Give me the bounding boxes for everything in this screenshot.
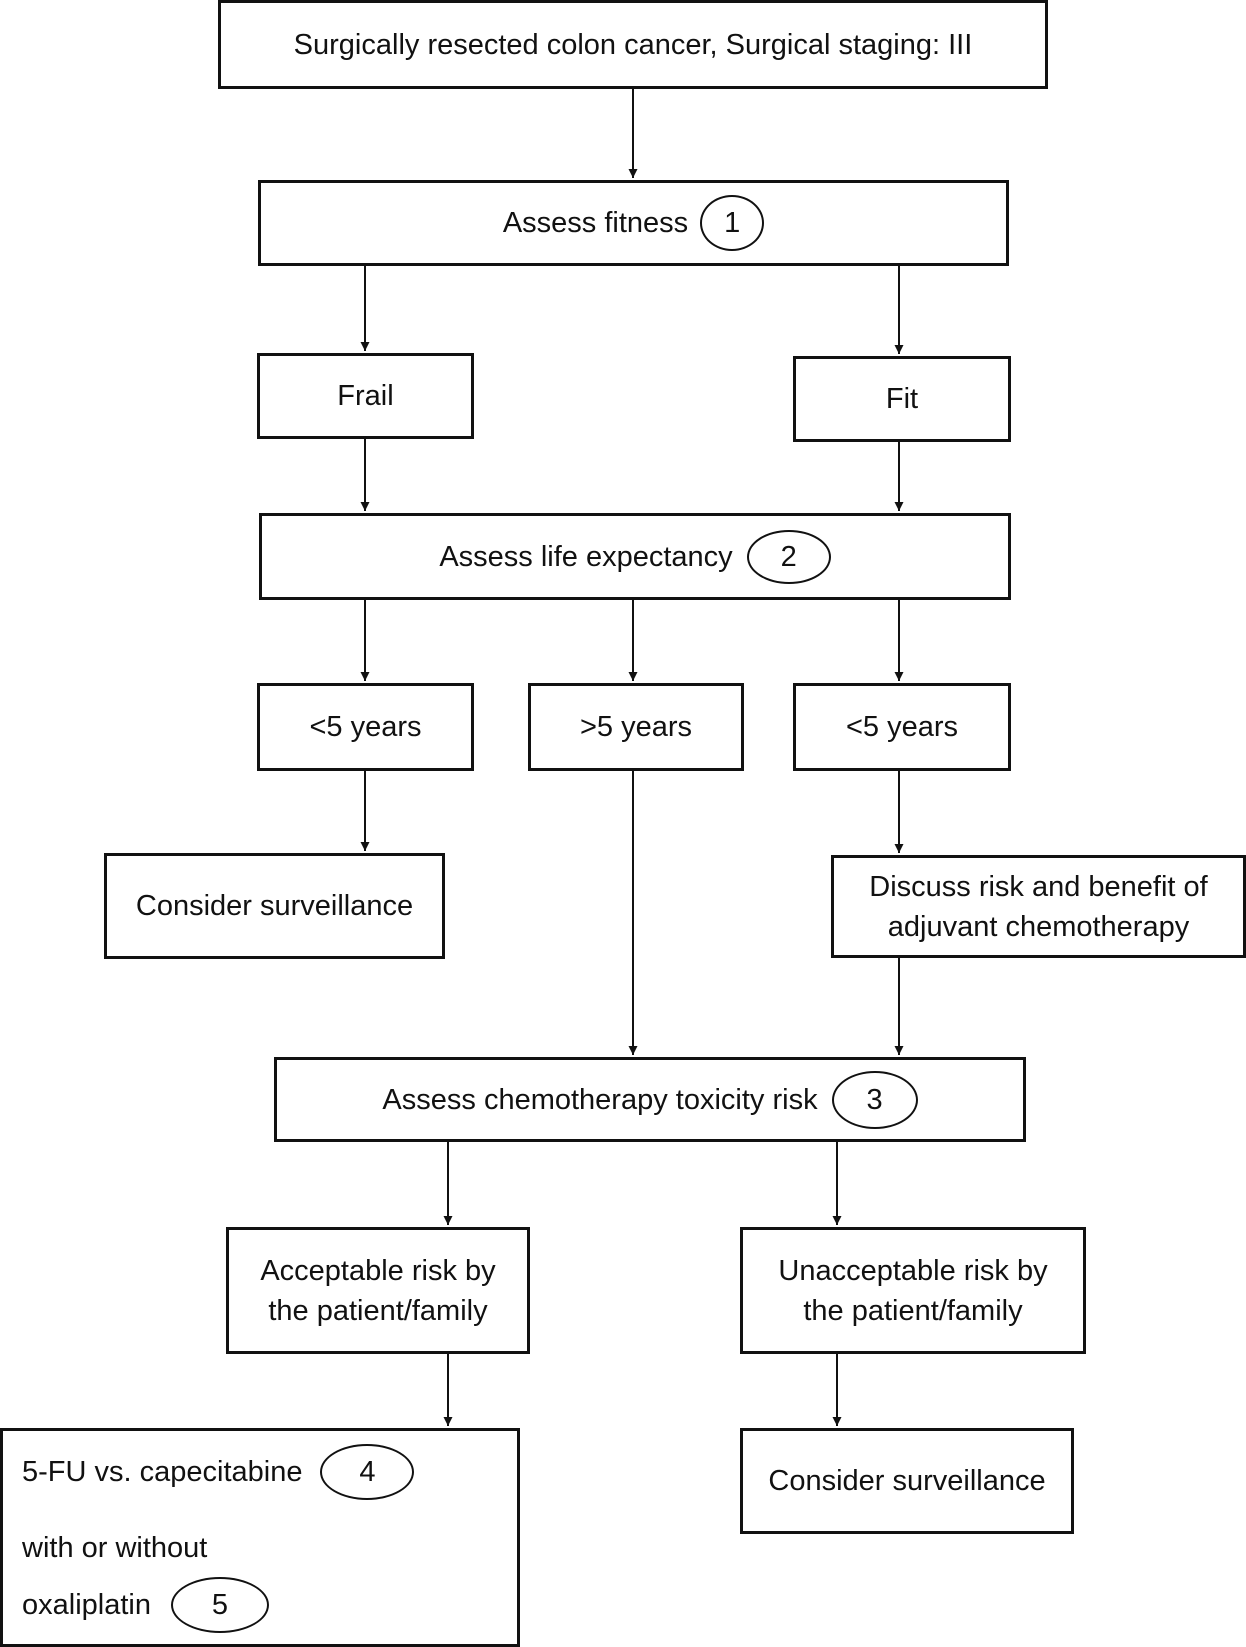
start-node: Surgically resected colon cancer, Surgic… (218, 0, 1048, 89)
regimen-line-1: 5-FU vs. capecitabine (22, 1456, 303, 1488)
frail-node: Frail (257, 353, 474, 439)
step-marker-3: 3 (831, 1070, 918, 1129)
regimen-line-3: oxaliplatin (22, 1589, 151, 1621)
gt5-years-label: >5 years (579, 711, 693, 743)
step-marker-4: 4 (320, 1444, 415, 1500)
assess-life-expectancy-node: Assess life expectancy 2 (259, 513, 1011, 600)
consider-surveillance-left-label: Consider surveillance (135, 890, 414, 922)
assess-toxicity-node: Assess chemotherapy toxicity risk 3 (274, 1057, 1026, 1142)
frail-label: Frail (337, 380, 394, 412)
discuss-line-1: Discuss risk and benefit of (869, 870, 1208, 903)
assess-fitness-node: Assess fitness 1 (258, 180, 1009, 266)
step-marker-2: 2 (746, 529, 831, 584)
lt5-years-right-node: <5 years (793, 683, 1011, 771)
consider-surveillance-right-label: Consider surveillance (768, 1465, 1046, 1497)
fit-node: Fit (793, 356, 1011, 442)
regimen-line-2: with or without (22, 1532, 208, 1564)
step-marker-1: 1 (700, 195, 765, 251)
lt5-years-left-node: <5 years (257, 683, 474, 771)
regimen-row-3: oxaliplatin 5 (22, 1577, 269, 1633)
unacceptable-line-1: Unacceptable risk by (778, 1254, 1048, 1287)
regimen-row-1: 5-FU vs. capecitabine 4 (22, 1444, 415, 1500)
acceptable-line-2: the patient/family (268, 1294, 488, 1327)
acceptable-risk-node: Acceptable risk by the patient/family (226, 1227, 530, 1354)
regimen-node: 5-FU vs. capecitabine 4 with or without … (0, 1428, 520, 1647)
fit-label: Fit (885, 383, 919, 415)
consider-surveillance-right-node: Consider surveillance (740, 1428, 1074, 1534)
start-node-label: Surgically resected colon cancer, Surgic… (293, 28, 973, 61)
discuss-risk-benefit-node: Discuss risk and benefit of adjuvant che… (831, 855, 1246, 958)
acceptable-line-1: Acceptable risk by (260, 1254, 496, 1287)
unacceptable-risk-node: Unacceptable risk by the patient/family (740, 1227, 1086, 1354)
unacceptable-line-2: the patient/family (803, 1294, 1023, 1327)
assess-life-expectancy-label: Assess life expectancy (439, 540, 733, 573)
lt5-years-right-label: <5 years (845, 711, 959, 743)
assess-fitness-label: Assess fitness (502, 207, 689, 239)
discuss-line-2: adjuvant chemotherapy (887, 910, 1190, 943)
gt5-years-node: >5 years (528, 683, 744, 771)
step-marker-5: 5 (170, 1577, 269, 1633)
assess-toxicity-label: Assess chemotherapy toxicity risk (382, 1083, 818, 1116)
lt5-years-left-label: <5 years (309, 711, 422, 743)
regimen-row-2: with or without (22, 1520, 207, 1576)
consider-surveillance-left-node: Consider surveillance (104, 853, 445, 959)
